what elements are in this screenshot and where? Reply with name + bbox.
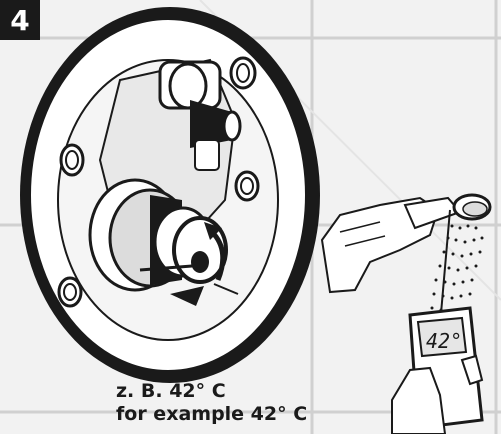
thermometer-icon: 42° xyxy=(391,209,484,434)
thermometer-reading: 42° xyxy=(426,329,462,353)
rotate-arrow-icon xyxy=(170,222,239,306)
caption-line-1: z. B. 42° C xyxy=(116,380,226,402)
caption-line-2: for example 42° C xyxy=(116,403,308,425)
caption: z. B. 42° C for example 42° C xyxy=(116,380,307,426)
shower-head-icon xyxy=(403,193,492,230)
hand-with-shower xyxy=(320,196,440,294)
thermostat-cartridge xyxy=(88,178,228,292)
mounting-screw xyxy=(57,56,260,308)
step-number-badge: 4 xyxy=(0,0,40,40)
upper-valve xyxy=(158,60,242,171)
